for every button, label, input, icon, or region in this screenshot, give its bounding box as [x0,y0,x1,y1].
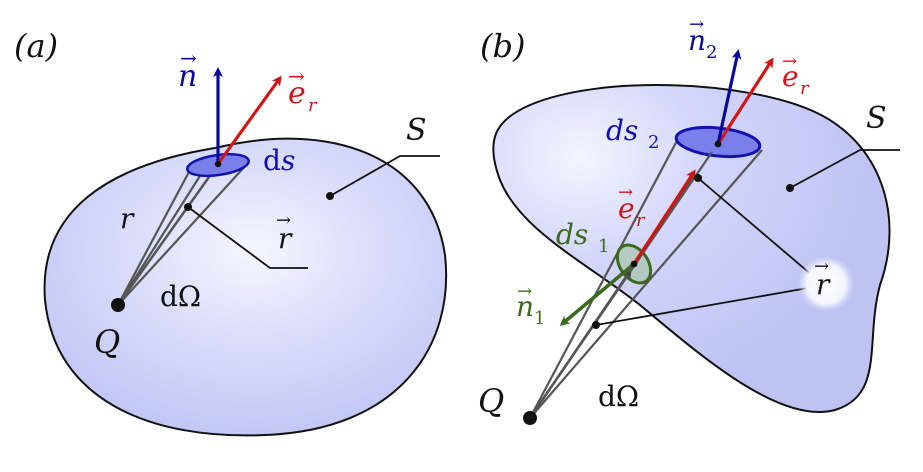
normal-2-arrow-b [716,49,742,145]
svg-text:r: r [816,268,831,301]
svg-text:s: s [281,144,295,177]
position-pointer-lower-b [595,287,809,326]
svg-text:e: e [288,76,306,111]
svg-text:→: → [689,14,704,35]
svg-text:d: d [263,144,281,177]
panel-a: (a) S n → e r → d s r r → dΩ Q [14,27,448,437]
radial-unit-arrow-a [216,75,282,165]
panel-b: (b) S n 2 → e r → ds 2 e r → ds 1 n 1 → [478,14,900,425]
surface-label-a: S [406,113,427,148]
normal1-label-b: n 1 → [516,281,545,329]
surface-b [492,84,891,413]
charge-point-b [523,411,537,425]
area1-center-dot-b [630,260,638,268]
svg-text:ds: ds [606,114,638,147]
surface-label-b: S [866,101,887,136]
radial-unit-arrow-top-b [716,57,774,145]
position-vector-label-b: r → [814,256,831,301]
radial-mid-label-b: e r → [618,182,646,231]
radial-label-a: e r → [288,64,318,116]
normal-1-arrow-b [559,262,636,326]
position-pointer-upper-b [697,177,821,283]
panel-label-a: (a) [14,27,58,65]
svg-text:r: r [278,222,293,255]
area-element-label-a: d s [263,144,295,177]
area2-label-b: ds 2 [606,114,659,153]
surface-a [43,137,448,437]
svg-text:ds: ds [556,218,588,251]
svg-text:r: r [308,95,318,116]
distance-arrow-a [116,167,216,306]
svg-text:2: 2 [706,42,717,63]
cone-lines-a [117,162,249,306]
svg-text:e: e [618,192,635,225]
area-center-dot-a [214,160,222,168]
svg-text:n: n [178,59,197,94]
svg-text:r: r [800,78,810,99]
area1-label-b: ds 1 [556,218,609,257]
svg-text:n: n [688,24,706,57]
panel-label-b: (b) [480,27,525,65]
svg-text:→: → [517,281,532,302]
radial-unit-arrow-mid-b [632,169,696,265]
svg-text:→: → [180,46,197,70]
solid-angle-label-b: dΩ [598,380,639,413]
svg-text:e: e [782,60,799,93]
surface-pointer-b [789,149,900,189]
distance-arrow-b [528,269,632,419]
svg-text:→: → [782,51,797,72]
charge-point-a [111,298,125,312]
charge-label-a: Q [94,323,120,361]
position-label-halo-b [798,256,854,312]
svg-text:2: 2 [648,132,659,153]
svg-text:n: n [516,290,534,323]
svg-text:→: → [276,210,291,231]
svg-text:1: 1 [534,308,545,329]
svg-text:→: → [618,182,633,203]
surface-pointer-a [329,155,440,197]
distance-label-a: r [120,202,135,235]
svg-text:r: r [636,210,646,231]
area2-center-dot-b [714,140,722,148]
svg-text:→: → [814,256,829,277]
charge-label-b: Q [478,382,504,420]
position-vector-label-a: r → [276,210,293,255]
normal2-label-b: n 2 → [688,14,717,63]
solid-angle-label-a: dΩ [160,280,201,313]
position-pointer-a [187,206,308,269]
radial-top-label-b: e r → [782,51,810,99]
normal-label-a: n → [178,46,197,94]
svg-text:1: 1 [598,236,609,257]
svg-text:→: → [288,64,305,88]
